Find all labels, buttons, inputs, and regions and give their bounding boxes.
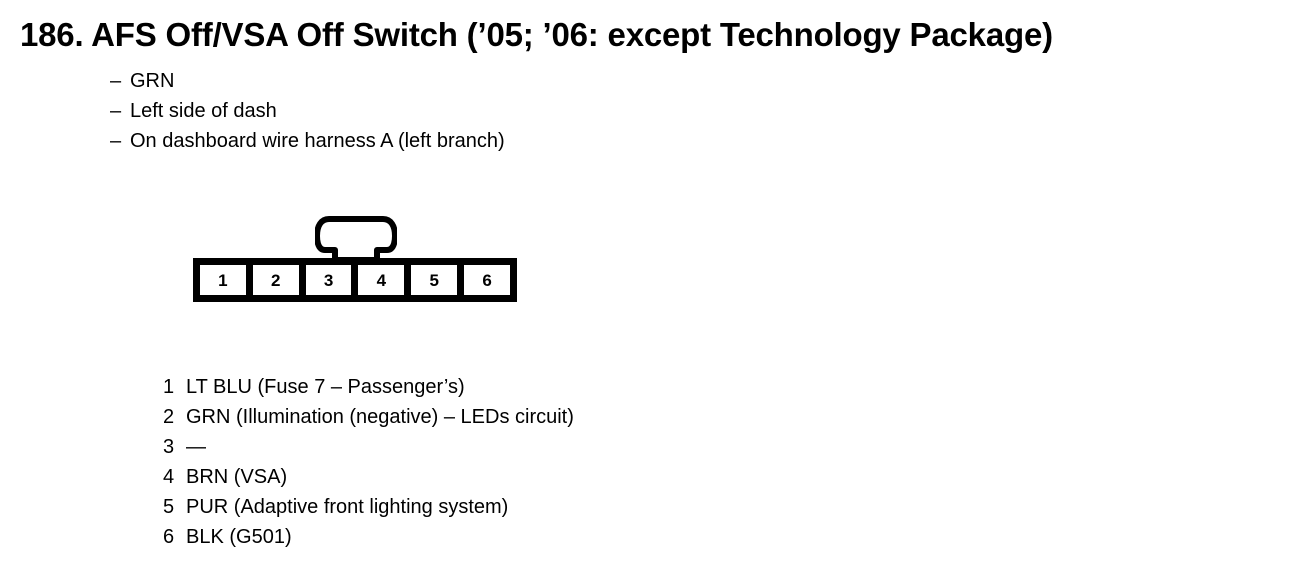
pin-legend-number: 6	[163, 526, 175, 548]
pin-legend-number: 5	[163, 496, 175, 518]
latch-shape	[315, 216, 397, 260]
list-item-label: Left side of dash	[130, 100, 277, 122]
connector-diagram: 1 2 3 4 5 6	[193, 216, 523, 306]
dash-bullet-icon: –	[110, 100, 122, 122]
list-item: – GRN	[110, 66, 505, 96]
connector-latch-icon	[315, 216, 397, 260]
pin-legend-number: 3	[163, 436, 175, 458]
pin-legend-row: 5 PUR (Adaptive front lighting system)	[163, 492, 574, 522]
pin-legend-row: 3 —	[163, 432, 574, 462]
page-title: 186. AFS Off/VSA Off Switch (’05; ’06: e…	[20, 16, 1053, 53]
list-item-label: GRN	[130, 70, 175, 92]
pin-legend-row: 1 LT BLU (Fuse 7 – Passenger’s)	[163, 372, 574, 402]
list-item: – Left side of dash	[110, 96, 505, 126]
pin-legend-row: 4 BRN (VSA)	[163, 462, 574, 492]
pin-legend-description: BLK (G501)	[186, 526, 292, 548]
pin-legend-description: LT BLU (Fuse 7 – Passenger’s)	[186, 376, 465, 398]
connector-pin-3: 3	[305, 265, 359, 295]
pin-legend-description: BRN (VSA)	[186, 466, 288, 488]
pin-legend-description: GRN (Illumination (negative) – LEDs circ…	[186, 406, 574, 428]
pin-legend-number: 4	[163, 466, 175, 488]
connector-pin-4: 4	[358, 265, 412, 295]
connector-pin-5: 5	[411, 265, 465, 295]
notes-list: – GRN – Left side of dash – On dashboard…	[110, 66, 505, 156]
connector-pin-2: 2	[252, 265, 306, 295]
pin-legend-description: —	[186, 436, 206, 458]
dash-bullet-icon: –	[110, 70, 122, 92]
connector-pin-strip: 1 2 3 4 5 6	[193, 258, 517, 302]
list-item: – On dashboard wire harness A (left bran…	[110, 126, 505, 156]
pin-legend-description: PUR (Adaptive front lighting system)	[186, 496, 509, 518]
dash-bullet-icon: –	[110, 130, 122, 152]
connector-pin-1: 1	[200, 265, 253, 295]
pin-legend-number: 1	[163, 376, 175, 398]
pin-legend-row: 6 BLK (G501)	[163, 522, 574, 552]
pin-legend-number: 2	[163, 406, 175, 428]
pin-legend-row: 2 GRN (Illumination (negative) – LEDs ci…	[163, 402, 574, 432]
list-item-label: On dashboard wire harness A (left branch…	[130, 130, 505, 152]
connector-pin-6: 6	[464, 265, 510, 295]
pin-legend-list: 1 LT BLU (Fuse 7 – Passenger’s) 2 GRN (I…	[163, 372, 574, 552]
